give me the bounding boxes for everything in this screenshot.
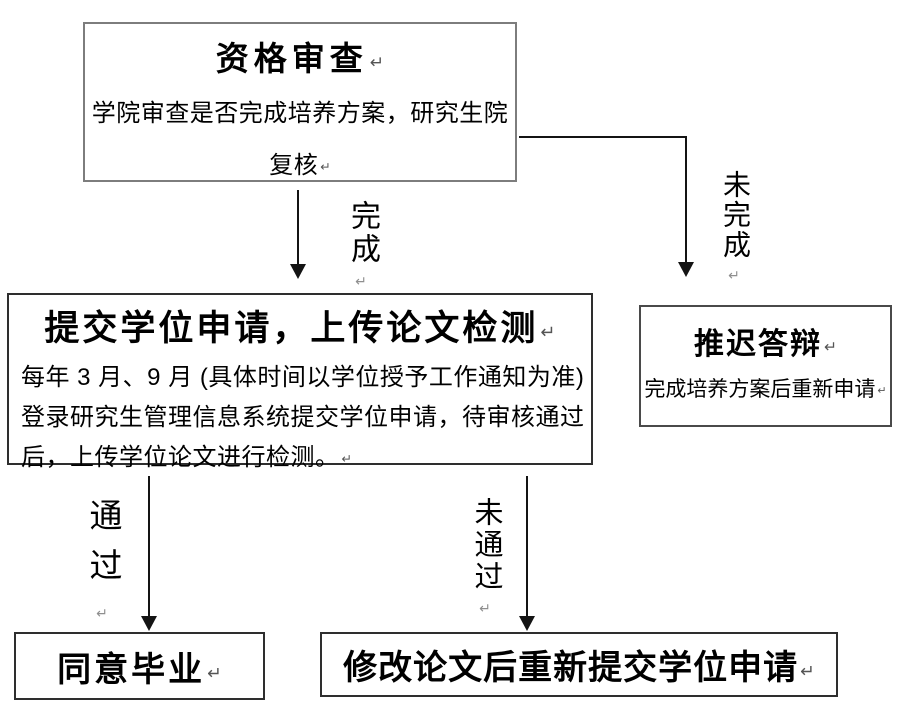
body-line: 登录研究生管理信息系统提交学位申请，待审核通过 — [21, 404, 585, 431]
paragraph-mark-icon: ↵ — [877, 385, 887, 397]
node-qualification-review-title: 资格审查↵ — [85, 32, 515, 80]
arrow-incomplete-vertical-line — [685, 136, 687, 264]
paragraph-mark-icon: ↵ — [369, 52, 385, 72]
edge-label-pass: 通过↵ — [85, 498, 122, 622]
paragraph-mark-icon: ↵ — [95, 606, 111, 622]
paragraph-mark-icon: ↵ — [341, 452, 352, 466]
title-text: 修改论文后重新提交学位申请 — [343, 649, 799, 687]
node-submit-degree-application: 提交学位申请，上传论文检测↵ 每年 3 月、9 月 (具体时间以学位授予工作通知… — [7, 293, 593, 471]
node-submit-degree-application-title: 提交学位申请，上传论文检测↵ — [9, 300, 591, 351]
node-postpone-defense-title: 推迟答辩↵ — [641, 319, 890, 363]
paragraph-mark-icon: ↵ — [354, 274, 370, 290]
node-submit-degree-application-body: 每年 3 月、9 月 (具体时间以学位授予工作通知为准) 登录研究生管理信息系统… — [21, 358, 591, 479]
arrowhead-down-icon — [141, 616, 157, 631]
body-line: 学院审查是否完成培养方案，研究生院 — [91, 100, 509, 127]
paragraph-mark-icon: ↵ — [207, 662, 222, 683]
arrow-incomplete-horizontal-line — [519, 136, 687, 138]
node-revise-resubmit-title: 修改论文后重新提交学位申请↵ — [343, 640, 815, 689]
node-revise-resubmit: 修改论文后重新提交学位申请↵ — [320, 632, 838, 697]
node-qualification-review: 资格审查↵ 学院审查是否完成培养方案，研究生院 复核↵ — [83, 22, 517, 182]
body-line: 复核↵ — [269, 152, 331, 179]
edge-label-fail: 未通过↵ — [470, 497, 502, 617]
node-agree-graduate: 同意毕业↵ — [14, 632, 265, 700]
arrow-fail-line — [526, 476, 528, 618]
node-agree-graduate-title: 同意毕业↵ — [57, 642, 222, 691]
title-text: 同意毕业 — [57, 650, 206, 689]
paragraph-mark-icon: ↵ — [320, 160, 331, 174]
paragraph-mark-icon: ↵ — [478, 601, 494, 617]
arrowhead-down-icon — [678, 262, 694, 277]
arrowhead-down-icon — [290, 264, 306, 279]
arrow-complete-line — [297, 190, 299, 266]
arrowhead-down-icon — [519, 616, 535, 631]
paragraph-mark-icon: ↵ — [800, 661, 815, 681]
title-text: 提交学位申请，上传论文检测 — [44, 309, 539, 348]
paragraph-mark-icon: ↵ — [823, 339, 838, 356]
body-line: 后，上传学位论文进行检测。↵ — [21, 444, 352, 471]
node-postpone-defense-body: 完成培养方案后重新申请↵ — [644, 378, 887, 401]
body-line: 每年 3 月、9 月 (具体时间以学位授予工作通知为准) — [21, 364, 585, 391]
paragraph-mark-icon: ↵ — [727, 268, 743, 284]
node-postpone-defense: 推迟答辩↵ 完成培养方案后重新申请↵ — [639, 305, 892, 427]
node-qualification-review-body: 学院审查是否完成培养方案，研究生院 复核↵ — [85, 88, 515, 193]
edge-label-complete: 完成↵ — [346, 200, 379, 290]
title-text: 资格审查 — [215, 40, 368, 77]
edge-label-incomplete: 未完成↵ — [720, 170, 751, 284]
arrow-pass-line — [148, 476, 150, 618]
paragraph-mark-icon: ↵ — [540, 322, 556, 342]
title-text: 推迟答辩 — [693, 328, 822, 361]
